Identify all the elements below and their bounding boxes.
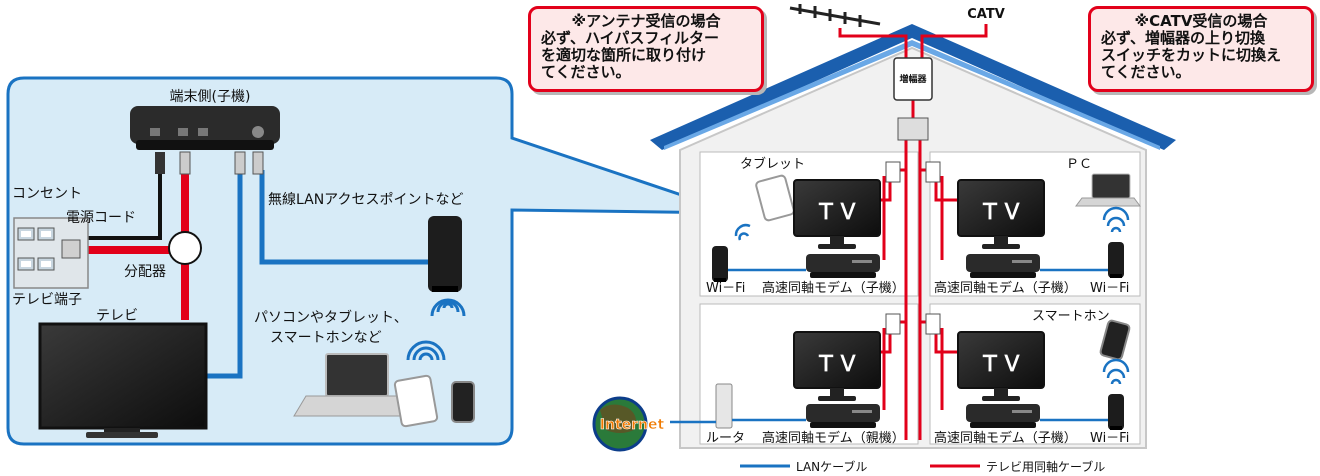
modem-child-label: 高速同軸モデム（子機） bbox=[934, 430, 1077, 446]
modem-child-label: 高速同軸モデム（子機） bbox=[934, 280, 1077, 296]
tv-icon bbox=[38, 322, 208, 438]
wifi-signal-icon bbox=[734, 223, 751, 241]
wall-outlet bbox=[925, 313, 941, 335]
internet-label: Internet bbox=[600, 417, 665, 433]
splitter-icon bbox=[897, 117, 929, 141]
tv-label: テレビ bbox=[96, 308, 138, 324]
router-label: ルータ bbox=[706, 431, 745, 446]
splitter-label: 分配器 bbox=[124, 264, 166, 280]
amplifier-label: 増幅器 bbox=[899, 73, 927, 85]
wifi-signal-icon bbox=[1102, 358, 1130, 385]
legend-coax-label: テレビ用同軸ケーブル bbox=[986, 459, 1105, 474]
wifi-device-icon bbox=[1108, 394, 1124, 430]
amplifier-icon bbox=[893, 57, 933, 101]
smartphone-icon bbox=[1099, 319, 1131, 361]
tv-text: ＴＶ bbox=[979, 352, 1023, 377]
power-cord bbox=[60, 152, 162, 240]
catv-note-line2: 必ず、増幅器の上り切換 bbox=[1101, 29, 1265, 47]
splitter-icon bbox=[168, 231, 202, 265]
antenna-note-line4: てください。 bbox=[541, 63, 631, 81]
catv-note-line4: てください。 bbox=[1101, 63, 1191, 81]
modem-parent-label: 高速同軸モデム（親機） bbox=[762, 430, 905, 446]
antenna-note-line3: を適切な箇所に取り付け bbox=[541, 46, 707, 64]
wall-outlet bbox=[885, 313, 901, 335]
modem-child-label: 高速同軸モデム（子機） bbox=[762, 280, 905, 296]
outlet-icon bbox=[13, 217, 89, 289]
catv-note-callout: ※CATV受信の場合 必ず、増幅器の上り切換 スイッチをカットに切換え てくださ… bbox=[1088, 6, 1314, 92]
modem-icon bbox=[966, 404, 1040, 428]
wifi-label: Wi－Fi bbox=[1090, 431, 1129, 446]
tablet-icon bbox=[393, 374, 439, 428]
antenna-note-line2: 必ず、ハイパスフィルター bbox=[541, 29, 720, 47]
wireless-ap-label: 無線LANアクセスポイントなど bbox=[268, 192, 463, 208]
outlet-label: コンセント bbox=[12, 186, 82, 202]
wifi-signal-icon bbox=[406, 340, 446, 361]
catv-note-line1: ※CATV受信の場合 bbox=[1134, 12, 1268, 30]
smartphone-icon bbox=[451, 381, 475, 423]
pc-tablet-label-2: スマートホンなど bbox=[270, 330, 382, 346]
smartphone-label: スマートホン bbox=[1032, 309, 1110, 324]
wall-outlet bbox=[925, 161, 941, 183]
modem-icon bbox=[966, 254, 1040, 278]
tv-text: ＴＶ bbox=[815, 200, 859, 225]
lan-cables-left bbox=[206, 170, 428, 379]
tv-text: ＴＶ bbox=[815, 352, 859, 377]
tv-terminal-label: テレビ端子 bbox=[12, 292, 82, 308]
modem-icon bbox=[806, 254, 880, 278]
tablet-icon bbox=[755, 174, 795, 222]
wifi-signal-icon bbox=[430, 298, 466, 317]
wifi-label: Wi－Fi bbox=[706, 281, 745, 296]
catv-note-line3: スイッチをカットに切換え bbox=[1101, 46, 1282, 64]
tv-text: ＴＶ bbox=[979, 200, 1023, 225]
legend-lan-label: LANケーブル bbox=[796, 459, 867, 474]
wifi-device-icon bbox=[1108, 242, 1124, 278]
wifi-signal-icon bbox=[1102, 206, 1130, 233]
antenna-note-line1: ※アンテナ受信の場合 bbox=[571, 12, 721, 30]
wireless-ap-icon bbox=[428, 216, 462, 292]
catv-label: CATV bbox=[967, 7, 1005, 22]
pc-tablet-label-1: パソコンやタブレット、 bbox=[254, 309, 408, 326]
pc-label: ＰＣ bbox=[1066, 157, 1092, 172]
tablet-label: タブレット bbox=[740, 156, 805, 172]
antenna-icon bbox=[789, 4, 881, 27]
power-cord-label: 電源コード bbox=[66, 210, 136, 226]
laptop-icon bbox=[1075, 173, 1141, 207]
wifi-device-icon bbox=[712, 246, 728, 282]
device-label: 端末側(子機) bbox=[170, 89, 251, 105]
router-icon bbox=[715, 383, 733, 429]
modem-device-icon bbox=[130, 106, 280, 150]
wall-outlet bbox=[885, 161, 901, 183]
cable-connectors bbox=[155, 151, 264, 175]
modem-icon bbox=[806, 404, 880, 428]
internet-globe-icon bbox=[592, 396, 648, 452]
laptop-icon bbox=[293, 353, 413, 417]
antenna-note-callout: ※アンテナ受信の場合 必ず、ハイパスフィルター を適切な箇所に取り付け てくださ… bbox=[528, 6, 764, 92]
wifi-label: Wi－Fi bbox=[1090, 281, 1129, 296]
